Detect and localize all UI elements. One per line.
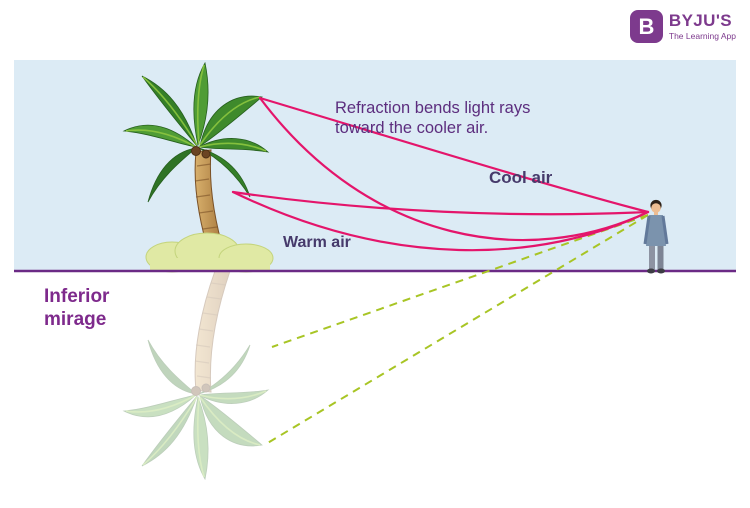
person-foot	[647, 268, 655, 274]
person-foot	[657, 268, 665, 274]
observer-person	[643, 199, 669, 274]
brand-name: BYJU'S	[668, 11, 733, 31]
inferior-mirage-label-line-2: mirage	[44, 309, 106, 330]
inferior-mirage-label-line-1: Inferior	[44, 286, 110, 307]
sight-line-upper	[271, 214, 649, 348]
light-ray-4	[231, 190, 650, 252]
person-neck	[654, 212, 658, 216]
byjus-logo-text: BYJU'S The Learning App	[669, 12, 736, 41]
sight-line-lower	[265, 214, 649, 445]
warm-air-label: Warm air	[283, 234, 351, 251]
person-face	[651, 203, 661, 213]
person-leg-left	[649, 246, 655, 270]
person-arm-right	[661, 215, 669, 245]
frond-veins	[125, 64, 267, 152]
bush	[145, 232, 274, 273]
light-rays	[231, 96, 650, 252]
byjus-logo: B BYJU'S The Learning App	[629, 10, 736, 43]
mirage-sight-lines	[265, 214, 649, 445]
coconut	[191, 146, 201, 156]
person-arm-left	[643, 215, 651, 245]
light-ray-1	[258, 96, 650, 214]
palm-tree-reflection	[123, 270, 269, 480]
person-leg-right	[657, 246, 664, 270]
light-ray-2	[258, 96, 650, 242]
annotation-line-2: toward the cooler air.	[335, 119, 488, 137]
palm-fronds	[122, 61, 270, 203]
palm-tree	[122, 61, 270, 272]
annotation-line-1: Refraction bends light rays	[335, 99, 530, 117]
cool-air-label: Cool air	[489, 168, 553, 187]
byjus-logo-icon: B	[629, 10, 663, 43]
coconut	[201, 149, 211, 159]
sky-region	[14, 60, 736, 271]
light-ray-3	[231, 190, 650, 216]
person-torso	[646, 215, 666, 246]
brand-tagline: The Learning App	[668, 30, 736, 41]
